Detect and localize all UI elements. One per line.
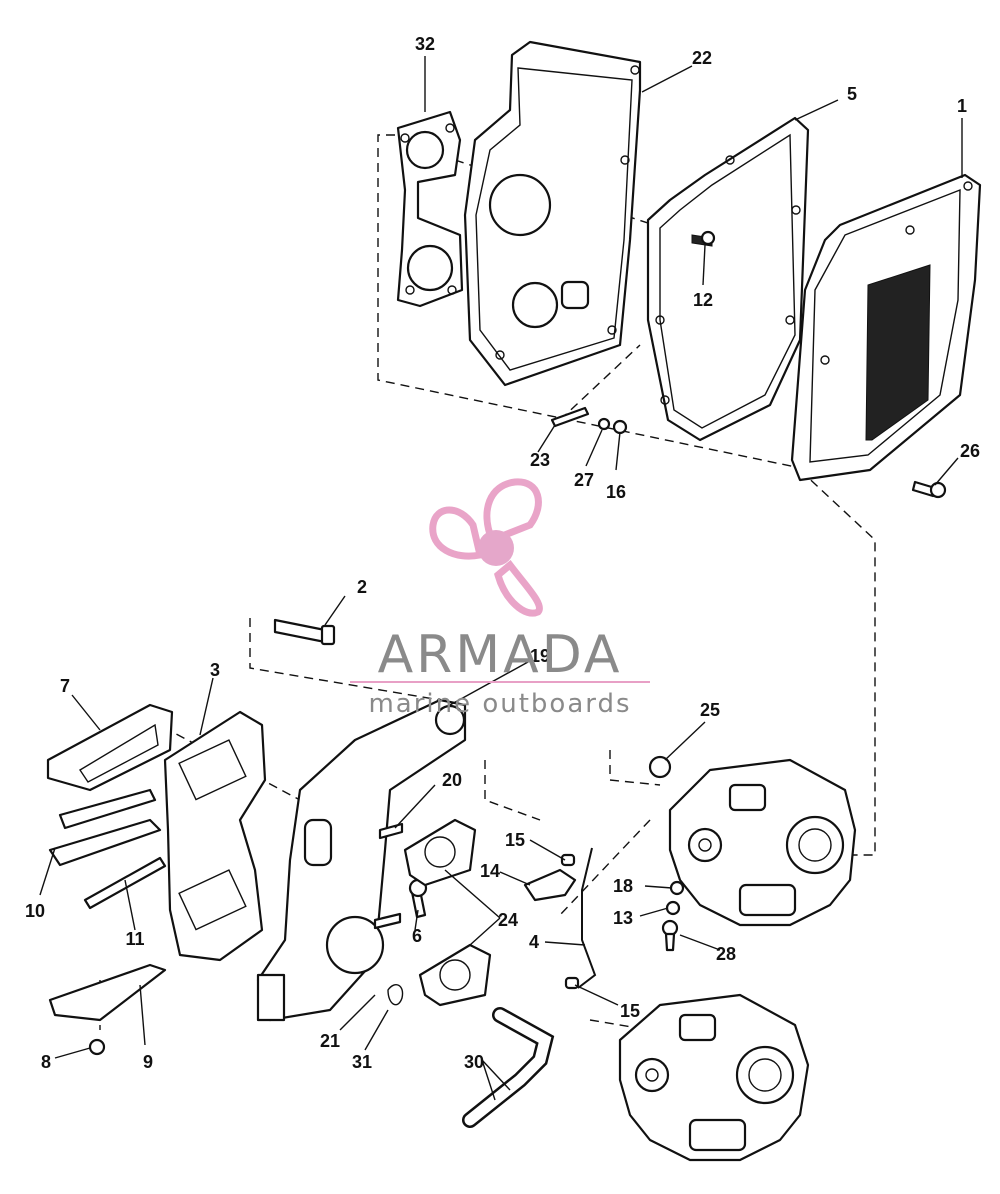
callout-26: 26	[960, 441, 980, 461]
brand-name: ARMADA	[378, 625, 623, 685]
callout-24: 24	[498, 910, 518, 930]
callout-27: 27	[574, 470, 594, 490]
callout-14: 14	[480, 861, 500, 881]
part-9-plate	[48, 963, 167, 1022]
callout-1: 1	[957, 96, 967, 116]
callout-13: 13	[613, 908, 633, 928]
part-15-clip-upper	[560, 853, 576, 867]
part-25-nut	[648, 755, 672, 779]
callout-16: 16	[606, 482, 626, 502]
part-26-screw	[911, 480, 947, 499]
callout-25: 25	[700, 700, 720, 720]
part-23-stud	[550, 406, 590, 428]
callout-12: 12	[693, 290, 713, 310]
part-31-clip	[387, 984, 404, 1006]
part-10-reed-petals	[48, 788, 162, 867]
part-5-cover-gasket	[646, 116, 810, 442]
part-19-intake-manifold	[256, 698, 467, 1022]
part-12-screw	[691, 230, 716, 247]
propeller-logo-icon	[429, 478, 543, 617]
carburetor-lower	[618, 993, 810, 1162]
callout-15-upper: 15	[505, 830, 525, 850]
part-30-fuel-hose	[462, 1007, 555, 1128]
callout-9: 9	[143, 1052, 153, 1072]
callout-5: 5	[847, 84, 857, 104]
part-13-washer	[665, 900, 681, 916]
part-2-bolt	[273, 618, 336, 646]
callout-30: 30	[464, 1052, 484, 1072]
callout-6: 6	[412, 926, 422, 946]
part-24-flange-gasket-upper	[403, 818, 477, 887]
part-7-reed-block	[46, 703, 174, 792]
part-28-screw	[661, 919, 679, 952]
callout-28: 28	[716, 944, 736, 964]
callout-23: 23	[530, 450, 550, 470]
part-8-screw	[88, 1038, 106, 1056]
callout-7: 7	[60, 676, 70, 696]
part-24-flange-gasket-lower	[418, 943, 492, 1007]
part-1-silencer-cover	[790, 173, 982, 482]
part-3-intake-gasket	[163, 710, 267, 962]
part-4-link-rod	[577, 847, 597, 989]
part-32-gasket	[396, 110, 464, 308]
callout-21: 21	[320, 1031, 340, 1051]
callout-15-lower: 15	[620, 1001, 640, 1021]
leader-lines	[39, 56, 963, 1101]
callout-19: 19	[530, 646, 550, 666]
callout-31: 31	[352, 1052, 372, 1072]
callout-3: 3	[210, 660, 220, 680]
callout-22: 22	[692, 48, 712, 68]
callout-32: 32	[415, 34, 435, 54]
callout-18: 18	[613, 876, 633, 896]
part-22-cover-housing	[463, 40, 642, 387]
part-14-linkage-bracket	[523, 868, 577, 902]
lower-assembly-guide	[99, 618, 661, 1031]
callout-4: 4	[529, 932, 539, 952]
callout-10: 10	[25, 901, 45, 921]
part-16-nut	[612, 419, 628, 435]
callout-2: 2	[357, 577, 367, 597]
callout-20: 20	[442, 770, 462, 790]
part-27-washer	[597, 417, 611, 431]
callout-11: 11	[125, 929, 144, 949]
brand-tagline: marine outboards	[368, 689, 631, 719]
part-18-nut	[669, 880, 685, 896]
callout-8: 8	[41, 1052, 51, 1072]
carburetor-upper	[668, 758, 857, 927]
part-15-clip-lower	[564, 976, 580, 990]
